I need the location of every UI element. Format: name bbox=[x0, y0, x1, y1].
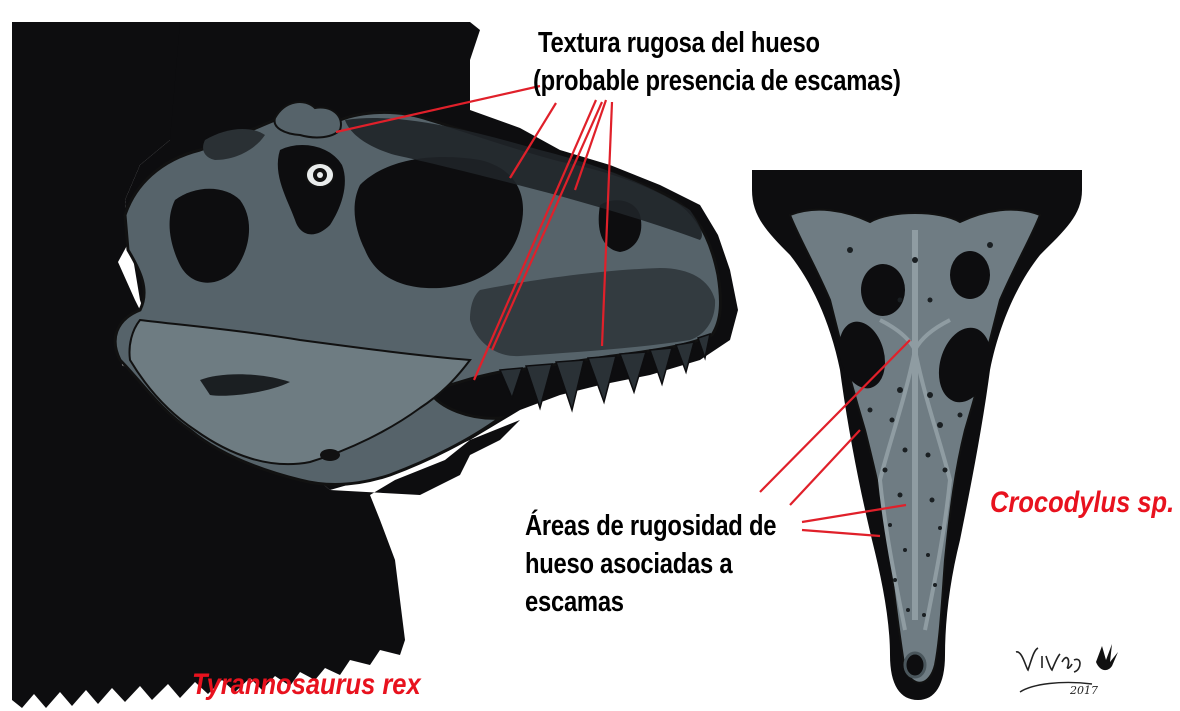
rugosity-areas-line3: escamas bbox=[525, 583, 776, 621]
trex-species-label: Tyrannosaurus rex bbox=[192, 668, 421, 702]
signature-year: 2017 bbox=[1069, 684, 1098, 697]
trex-jaw-spot bbox=[320, 449, 340, 461]
croc-species-label: Crocodylus sp. bbox=[990, 486, 1174, 520]
signature-scribble bbox=[1016, 648, 1080, 672]
artist-signature: 2017 bbox=[1012, 640, 1122, 700]
croc-fenestra-right bbox=[950, 251, 990, 299]
footprint-icon bbox=[1096, 644, 1118, 670]
pointer-to-croc-4 bbox=[802, 530, 880, 536]
pointer-to-croc-2 bbox=[790, 430, 860, 505]
croc-skull bbox=[790, 210, 1040, 683]
bone-texture-label-line2: (probable presencia de escamas) bbox=[533, 64, 901, 98]
trex-eye-pupil bbox=[317, 172, 323, 178]
croc-nostril bbox=[905, 653, 925, 677]
rugosity-areas-label: Áreas de rugosidad de hueso asociadas a … bbox=[525, 507, 776, 621]
rugosity-areas-line1: Áreas de rugosidad de bbox=[525, 507, 776, 545]
croc-fenestra-left bbox=[861, 264, 905, 316]
trex-skull bbox=[115, 102, 720, 485]
bone-texture-label-line1: Textura rugosa del hueso bbox=[538, 26, 820, 60]
rugosity-areas-line2: hueso asociadas a bbox=[525, 545, 776, 583]
